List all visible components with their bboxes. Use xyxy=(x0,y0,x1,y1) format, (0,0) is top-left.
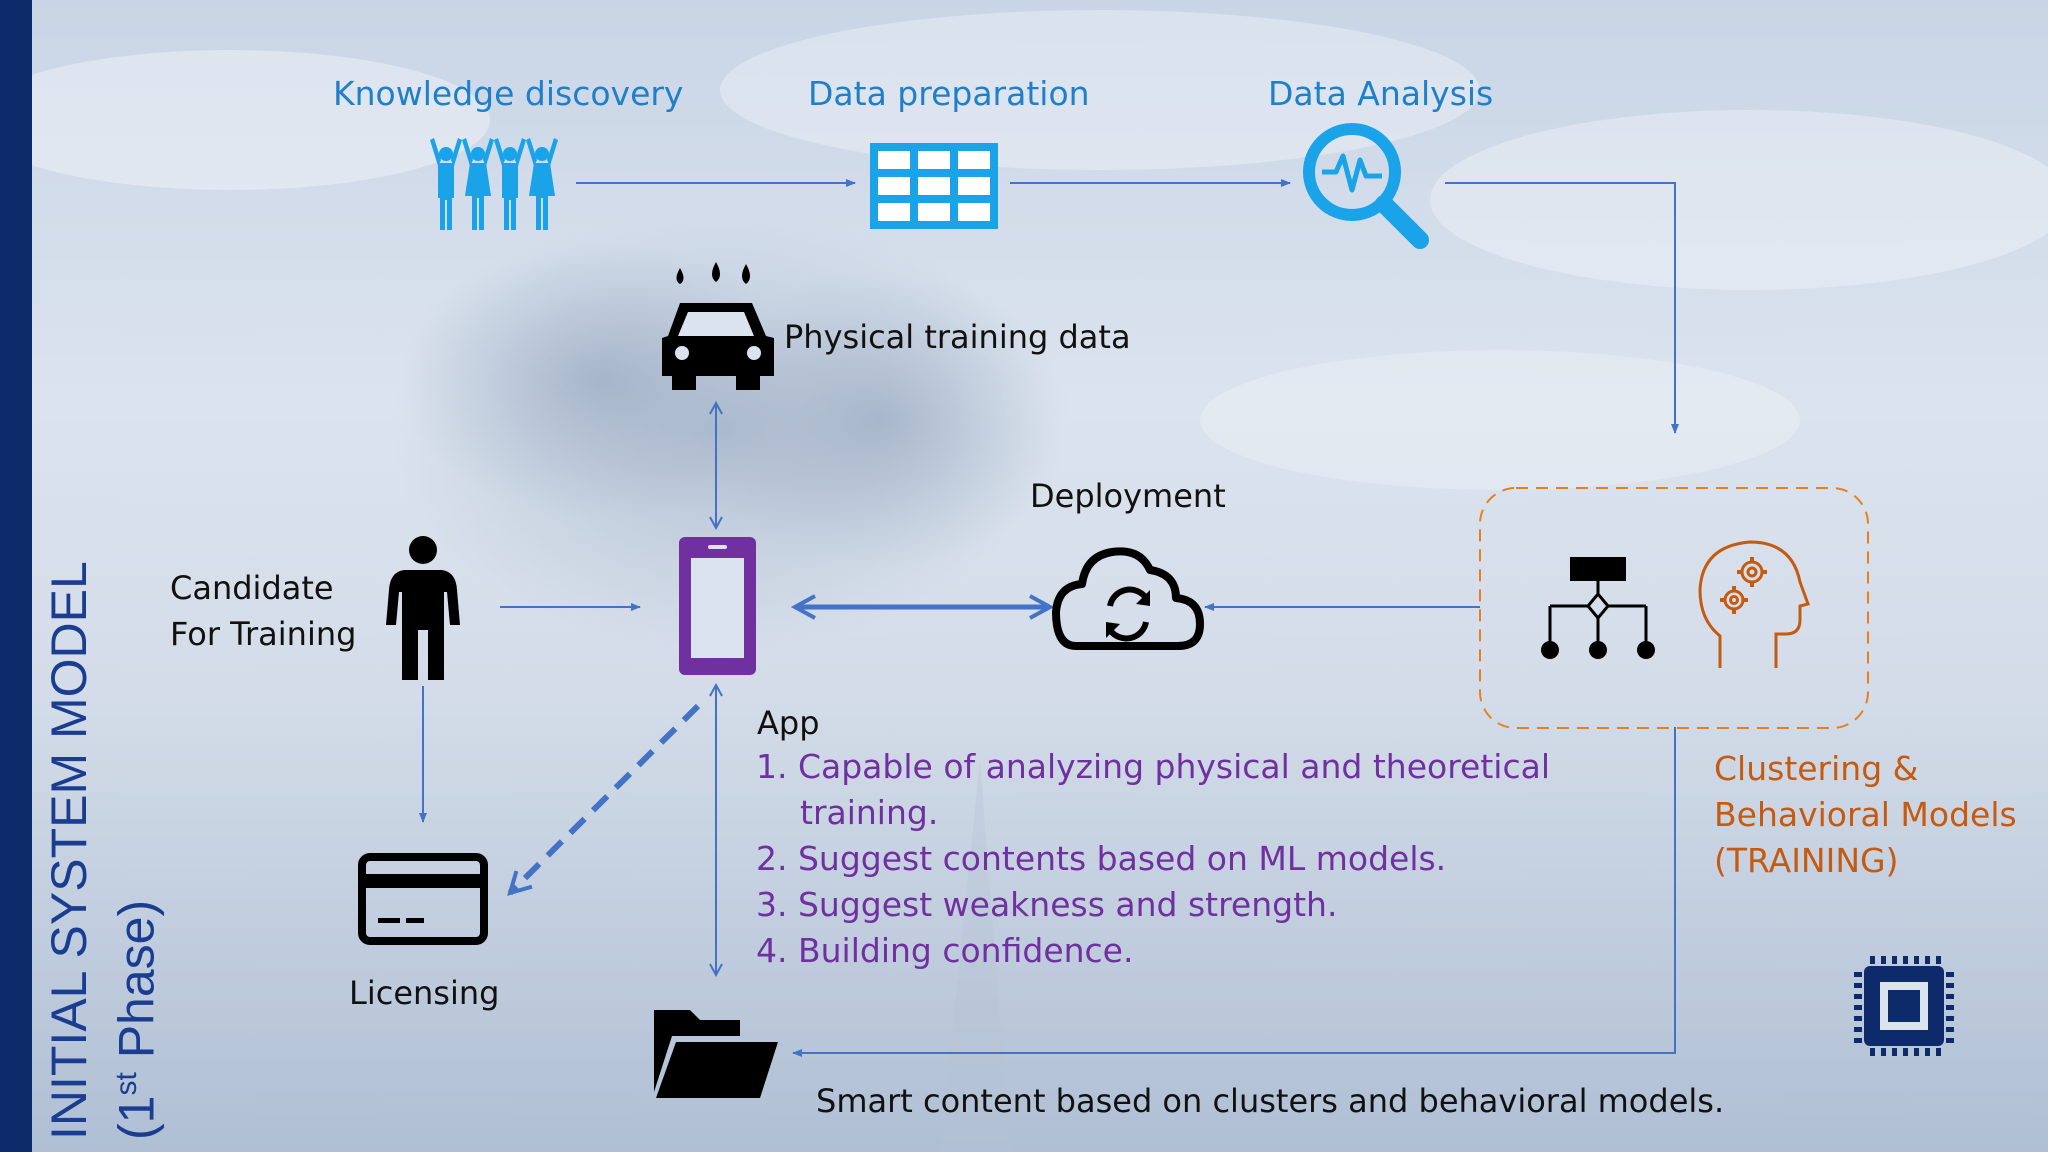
arrow-app-to-licensing xyxy=(510,703,701,893)
chip-pin xyxy=(1854,1005,1862,1010)
data-preparation-label: Data preparation xyxy=(808,74,1090,113)
arrow-analysis-to-clustering xyxy=(1445,182,1679,434)
smartphone-icon xyxy=(679,537,756,675)
app-feature-item-1: 1. Capable of analyzing physical and the… xyxy=(756,747,1550,786)
chip-pin xyxy=(1892,956,1897,964)
chip-pin xyxy=(1854,994,1862,999)
chip-pin xyxy=(1946,1038,1954,1043)
chip-pin xyxy=(1870,956,1875,964)
cpu-chip-icon xyxy=(1854,956,1954,1056)
car-rain-icon xyxy=(662,262,774,390)
chip-pin xyxy=(1854,972,1862,977)
smart-content-label: Smart content based on clusters and beha… xyxy=(816,1082,1725,1120)
data-analysis-label: Data Analysis xyxy=(1268,74,1494,113)
app-feature-item-2: 2. Suggest contents based on ML models. xyxy=(756,839,1447,878)
chip-pin xyxy=(1946,1027,1954,1032)
side-accent-bar xyxy=(0,0,32,1152)
person-figure xyxy=(526,138,558,230)
candidate-label-line2: For Training xyxy=(170,615,357,653)
chip-pin xyxy=(1914,1048,1919,1056)
chip-pin xyxy=(1946,983,1954,988)
app-feature-item-4: 4. Building confidence. xyxy=(756,931,1134,970)
hierarchy-icon xyxy=(1541,557,1655,659)
chip-pin xyxy=(1946,1005,1954,1010)
clustering-label-line1: Clustering & xyxy=(1714,749,1919,788)
chip-pin xyxy=(1946,994,1954,999)
connectors xyxy=(419,179,1679,1057)
chip-pin xyxy=(1854,1027,1862,1032)
chip-pin xyxy=(1903,956,1908,964)
chip-pin xyxy=(1925,1048,1930,1056)
clustering-label-line3: (TRAINING) xyxy=(1714,841,1899,880)
chip-pin xyxy=(1946,972,1954,977)
chip-pin xyxy=(1914,956,1919,964)
clustering-box xyxy=(1479,487,1869,729)
chip-pin xyxy=(1881,956,1886,964)
credit-card-icon xyxy=(358,853,488,945)
chip-pin xyxy=(1854,1038,1862,1043)
chip-pin xyxy=(1870,1048,1875,1056)
app-feature-item-3: 3. Suggest weakness and strength. xyxy=(756,885,1338,924)
knowledge-discovery-label: Knowledge discovery xyxy=(333,74,684,113)
folder-open-icon xyxy=(654,1010,778,1098)
chip-pin xyxy=(1903,1048,1908,1056)
person-figure xyxy=(494,138,526,230)
cloud-sync-icon xyxy=(1052,547,1204,650)
person-icon xyxy=(386,536,460,680)
chip-pin xyxy=(1936,956,1941,964)
app-feature-item-1-cont: training. xyxy=(800,793,939,832)
table-grid-icon xyxy=(870,143,998,229)
app-title: App xyxy=(757,704,820,742)
chip-pin xyxy=(1881,1048,1886,1056)
people-group-icon-figures xyxy=(430,138,558,230)
chip-pin xyxy=(1854,1016,1862,1021)
clustering-label: Clustering & Behavioral Models (TRAINING… xyxy=(1714,746,2017,884)
candidate-label-line1: Candidate xyxy=(170,569,334,607)
arrow-clustering-to-smart-content xyxy=(792,727,1676,1057)
chip-pin xyxy=(1946,1016,1954,1021)
licensing-label: Licensing xyxy=(349,974,500,1012)
chip-pin xyxy=(1892,1048,1897,1056)
head-gears-icon xyxy=(1698,540,1810,668)
candidate-label: Candidate For Training xyxy=(170,565,356,657)
person-figure xyxy=(430,138,462,230)
app-feature-list: 1. Capable of analyzing physical and the… xyxy=(756,744,1550,974)
person-figure xyxy=(462,138,494,230)
physical-training-data-label: Physical training data xyxy=(784,318,1131,356)
deployment-label: Deployment xyxy=(1030,477,1226,515)
magnifier-pulse-icon xyxy=(1303,123,1429,249)
clustering-label-line2: Behavioral Models xyxy=(1714,795,2017,834)
chip-pin xyxy=(1854,983,1862,988)
chip-pin xyxy=(1936,1048,1941,1056)
chip-pin xyxy=(1925,956,1930,964)
